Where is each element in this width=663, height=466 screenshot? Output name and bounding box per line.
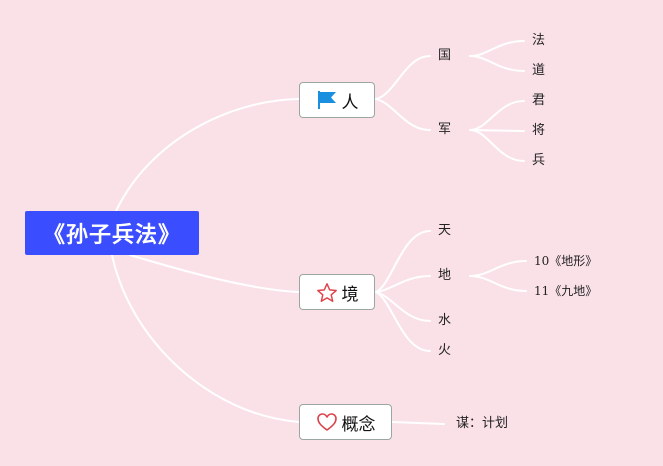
connector-ren-guo bbox=[375, 55, 431, 100]
topic-jiudi[interactable]: 11《九地》 bbox=[534, 284, 598, 298]
connector-ren-jun bbox=[375, 98, 431, 131]
topic-guo[interactable]: 国 bbox=[438, 48, 452, 63]
branch-jing-label: 境 bbox=[341, 284, 359, 305]
connector-guo-fa bbox=[469, 40, 525, 57]
topic-jun-army[interactable]: 军 bbox=[438, 122, 452, 137]
topic-jun-ruler[interactable]: 君 bbox=[532, 93, 546, 108]
connector-gainian-mou bbox=[391, 421, 445, 425]
topic-jiang[interactable]: 将 bbox=[532, 123, 546, 138]
topic-di[interactable]: 地 bbox=[438, 268, 452, 283]
connector-root-gainian bbox=[111, 254, 300, 423]
connector-guo-dao bbox=[469, 55, 525, 72]
root-topic-label: 《孙子兵法》 bbox=[42, 223, 181, 248]
topic-fa[interactable]: 法 bbox=[532, 33, 546, 48]
connector-jing-shui bbox=[375, 291, 431, 322]
topic-mou-jihua[interactable]: 谋：计划 bbox=[456, 416, 509, 431]
connector-jun-jiang bbox=[469, 129, 525, 132]
connector-di-11 bbox=[469, 275, 527, 292]
connector-jing-tian bbox=[375, 230, 431, 293]
topic-huo[interactable]: 火 bbox=[438, 343, 452, 358]
branch-gainian-label: 概念 bbox=[341, 414, 376, 435]
connector-root-ren bbox=[115, 98, 300, 212]
topic-shui[interactable]: 水 bbox=[438, 313, 452, 328]
connector-jing-di bbox=[375, 275, 431, 293]
branch-jing[interactable]: 境 bbox=[299, 274, 375, 310]
root-topic[interactable]: 《孙子兵法》 bbox=[25, 211, 199, 255]
connector-di-10 bbox=[469, 260, 527, 277]
branch-ren-label: 人 bbox=[341, 92, 359, 113]
topic-dixing[interactable]: 10《地形》 bbox=[534, 254, 598, 268]
branch-ren[interactable]: 人 bbox=[299, 82, 375, 118]
red-heart-icon bbox=[316, 411, 338, 433]
branch-gainian[interactable]: 概念 bbox=[299, 404, 392, 440]
connector-root-jing bbox=[129, 254, 300, 293]
connector-jun-jun2 bbox=[469, 100, 525, 131]
red-star-icon bbox=[316, 281, 338, 303]
connector-jing-huo bbox=[375, 291, 431, 352]
blue-flag-icon bbox=[316, 89, 338, 111]
topic-tian[interactable]: 天 bbox=[438, 223, 452, 238]
connector-jun-bing bbox=[469, 129, 525, 162]
topic-dao[interactable]: 道 bbox=[532, 63, 546, 78]
topic-bing[interactable]: 兵 bbox=[532, 153, 546, 168]
